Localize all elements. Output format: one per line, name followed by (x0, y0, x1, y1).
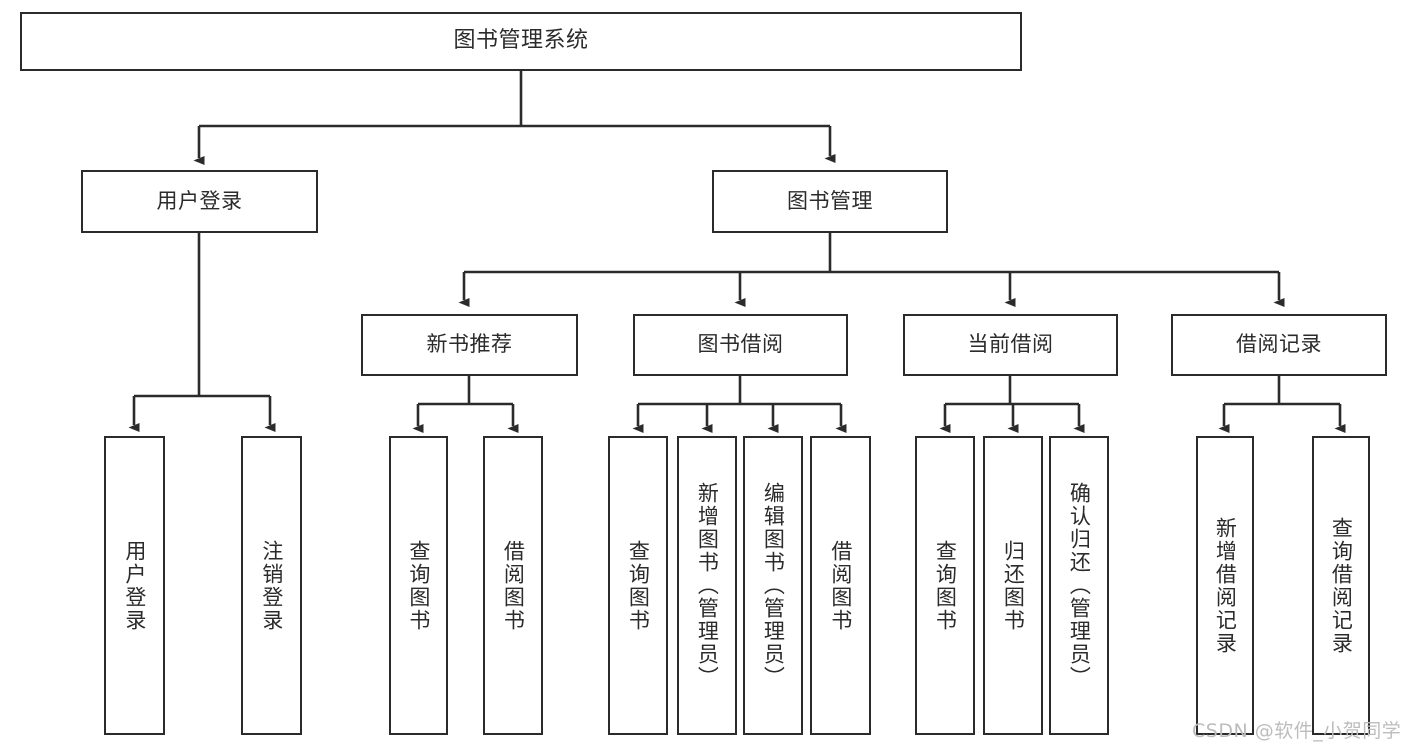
leaf-label: 编辑图书（管理员） (761, 482, 786, 689)
leaf-label: 新增图书（管理员） (695, 482, 720, 689)
leaf-book-borrow-add-book-admin[interactable]: 新增图书（管理员） (677, 436, 737, 735)
leaf-label: 借阅图书 (828, 539, 853, 632)
leaf-label: 查询图书 (406, 539, 431, 632)
leaf-user-login-login[interactable]: 用户登录 (104, 436, 165, 735)
leaf-label: 新增借阅记录 (1213, 516, 1238, 655)
node-borrow-record[interactable]: 借阅记录 (1171, 314, 1387, 376)
leaf-borrow-record-add-record[interactable]: 新增借阅记录 (1196, 436, 1254, 735)
node-root-book-management-system[interactable]: 图书管理系统 (20, 12, 1022, 71)
leaf-current-borrow-confirm-return-admin[interactable]: 确认归还（管理员） (1049, 436, 1109, 735)
node-book-management[interactable]: 图书管理 (712, 170, 948, 233)
leaf-label: 归还图书 (1001, 539, 1026, 632)
leaf-label: 查询借阅记录 (1329, 516, 1354, 655)
leaf-new-book-query-book[interactable]: 查询图书 (389, 436, 448, 735)
leaf-current-borrow-return-book[interactable]: 归还图书 (983, 436, 1043, 735)
leaf-book-borrow-query-book[interactable]: 查询图书 (608, 436, 668, 735)
leaf-label: 查询图书 (626, 539, 651, 632)
leaf-borrow-record-query-record[interactable]: 查询借阅记录 (1312, 436, 1370, 735)
node-new-book-recommend[interactable]: 新书推荐 (361, 314, 578, 376)
leaf-label: 借阅图书 (501, 539, 526, 632)
leaf-user-login-logout[interactable]: 注销登录 (241, 436, 302, 735)
leaf-label: 用户登录 (122, 539, 147, 632)
leaf-current-borrow-query-book[interactable]: 查询图书 (915, 436, 975, 735)
leaf-label: 确认归还（管理员） (1067, 482, 1092, 689)
node-user-login[interactable]: 用户登录 (81, 170, 318, 233)
leaf-book-borrow-edit-book-admin[interactable]: 编辑图书（管理员） (743, 436, 803, 735)
leaf-label: 注销登录 (259, 539, 284, 632)
node-current-borrow[interactable]: 当前借阅 (903, 314, 1118, 376)
node-book-borrow[interactable]: 图书借阅 (633, 314, 848, 376)
leaf-label: 查询图书 (933, 539, 958, 632)
csdn-watermark: CSDN @软件_小贺同学 (1192, 720, 1402, 742)
leaf-book-borrow-borrow-book[interactable]: 借阅图书 (810, 436, 871, 735)
leaf-new-book-borrow-book[interactable]: 借阅图书 (483, 436, 543, 735)
